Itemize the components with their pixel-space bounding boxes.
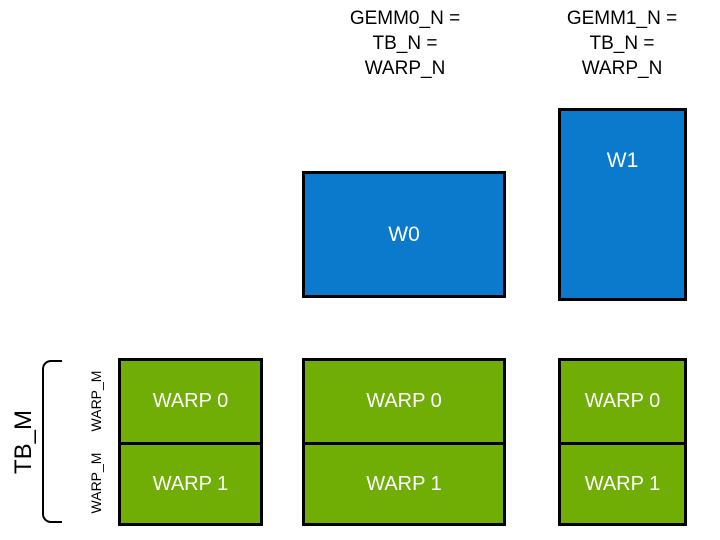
warp-column-0: WARP 0 WARP 1	[118, 358, 263, 526]
tb-m-axis-label: TB_M	[10, 410, 37, 475]
warp-box-w1: W1	[558, 108, 687, 301]
gemm0-header-label: GEMM0_N = TB_N = WARP_N	[349, 8, 461, 79]
warp-column-1: WARP 0 WARP 1	[302, 358, 506, 526]
warp-column-2: WARP 0 WARP 1	[558, 358, 687, 526]
gemm1-header-label: GEMM1_N = TB_N = WARP_N	[566, 8, 678, 79]
warp-cell-col1-warp1: WARP 1	[305, 442, 503, 523]
warp-m-axis-label-top: WARP_M	[88, 370, 104, 432]
warp-box-w1-label: W1	[606, 148, 639, 172]
warp-cell-col2-warp1: WARP 1	[561, 442, 684, 523]
warp-m-axis-label-bottom: WARP_M	[88, 452, 104, 514]
warp-cell-col2-warp0: WARP 0	[561, 361, 684, 442]
warp-cell-col0-warp1: WARP 1	[121, 442, 260, 523]
warp-cell-col0-warp0: WARP 0	[121, 361, 260, 442]
warp-box-w0-label: W0	[388, 222, 420, 246]
warp-box-w0: W0	[302, 171, 506, 298]
warp-cell-col1-warp0: WARP 0	[305, 361, 503, 442]
tb-m-bracket	[42, 360, 62, 523]
